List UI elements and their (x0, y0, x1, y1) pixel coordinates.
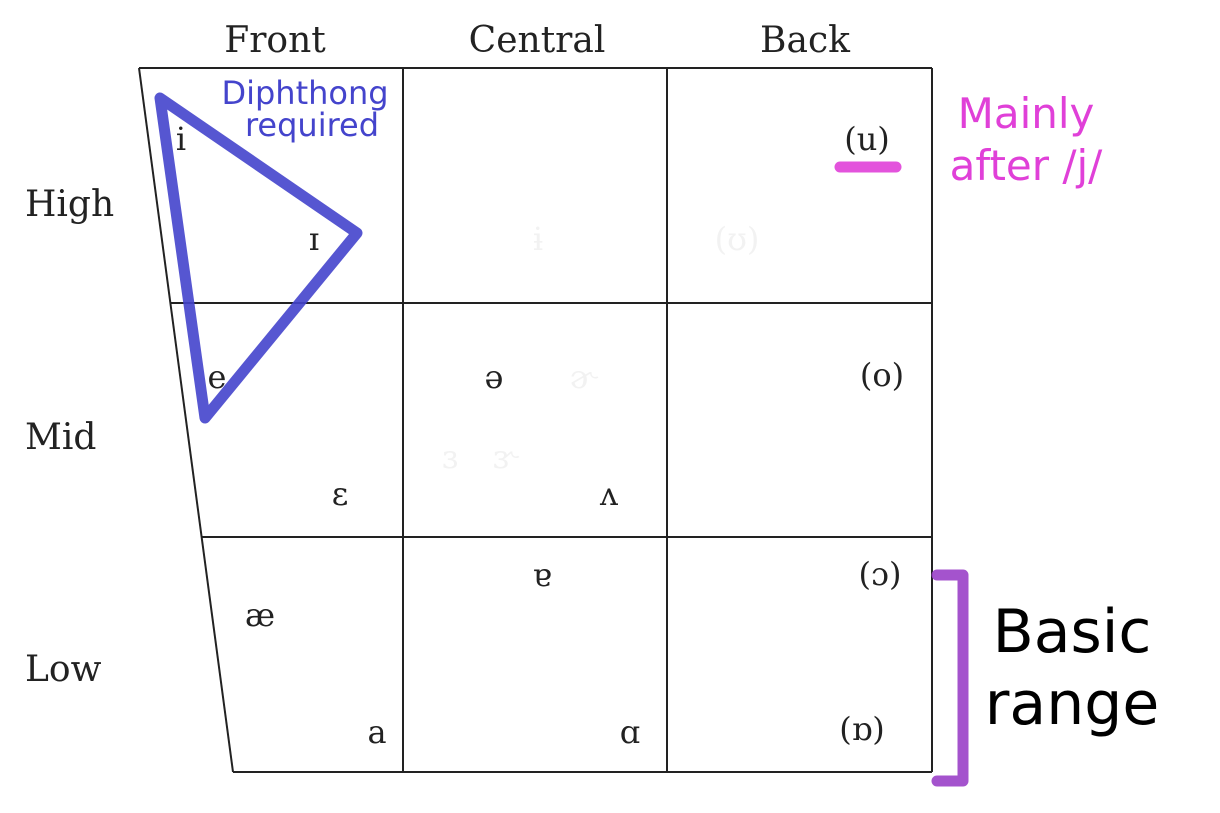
vowel-u: (u) (844, 120, 890, 158)
column-back: Back (760, 20, 851, 61)
row-mid: Mid (25, 417, 96, 458)
vowel-schwa: ə (485, 358, 504, 396)
grid-left-slant (138, 67, 234, 773)
vowel-open-o: (ɔ) (859, 555, 902, 593)
vowel-wedge: ʌ (599, 475, 618, 513)
vowel-rhotic-schwa: ɚ (570, 358, 599, 396)
vowel-turned-script-a: (ɒ) (839, 710, 884, 748)
vowel-o: (o) (860, 356, 904, 394)
mainly-label-1: Mainly (958, 89, 1095, 138)
vowel-turned-a: ɐ (532, 556, 551, 594)
basic-range-bracket (931, 569, 969, 787)
vowel-barred-i: ɨ (533, 220, 543, 258)
diphthong-triangle (154, 92, 363, 424)
column-front: Front (224, 20, 326, 61)
chart-grid (138, 67, 933, 773)
basic-range-label-2: range (985, 669, 1159, 739)
column-central: Central (469, 20, 606, 61)
row-high: High (25, 184, 114, 225)
vowel-small-cap-i: ɪ (309, 220, 319, 258)
vowel-ash: æ (245, 596, 275, 634)
basic-range-label-1: Basic (993, 597, 1152, 667)
diphthong-label-2: required (245, 106, 379, 144)
vowel-i: i (176, 120, 186, 158)
vowel-rhotic-rev-epsilon: ɝ (493, 438, 520, 476)
vowel-e: e (208, 358, 227, 396)
vowel-rev-epsilon: ɜ (442, 438, 458, 476)
vowel-upsilon: (ʊ) (715, 220, 760, 258)
diphthong-label-1: Diphthong (221, 74, 388, 112)
vowel-epsilon: ɛ (332, 475, 349, 513)
vowel-a: a (367, 713, 386, 751)
mainly-label-2: after /j/ (950, 141, 1104, 190)
row-low: Low (25, 649, 102, 690)
vowel-script-a: ɑ (620, 713, 640, 751)
